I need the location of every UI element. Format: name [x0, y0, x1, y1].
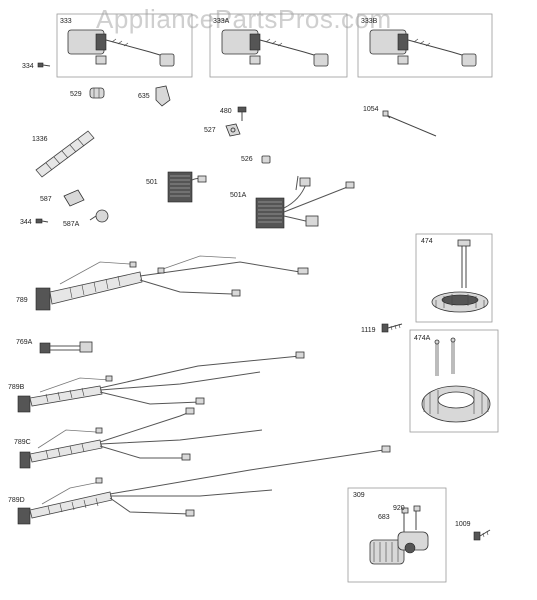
harness-789b[interactable]: [17, 351, 305, 413]
clip-587[interactable]: [63, 189, 85, 207]
label-309: 309: [353, 492, 365, 499]
alternator-474[interactable]: [415, 233, 493, 323]
label-1336: 1336: [32, 136, 48, 143]
harness-789c[interactable]: [19, 407, 263, 469]
label-333: 333: [60, 18, 72, 25]
nut-526[interactable]: [261, 155, 271, 164]
label-526: 526: [241, 156, 253, 163]
bolt-1009[interactable]: [473, 529, 491, 541]
label-474: 474: [421, 238, 433, 245]
label-501: 501: [146, 179, 158, 186]
watermark-text: AppliancePartsPros.com: [96, 4, 392, 34]
label-529: 529: [70, 91, 82, 98]
label-789: 789: [16, 297, 28, 304]
label-789c: 789C: [14, 439, 31, 446]
ignition-coil-333a[interactable]: [209, 13, 348, 78]
clip-587a[interactable]: [89, 209, 109, 223]
ignition-coil-333[interactable]: [56, 13, 193, 78]
label-587: 587: [40, 196, 52, 203]
adapter-769a[interactable]: [39, 341, 93, 354]
label-527: 527: [204, 127, 216, 134]
ignition-coil-333b[interactable]: [357, 13, 493, 78]
label-635: 635: [138, 93, 150, 100]
label-333b: 333B: [361, 18, 378, 25]
label-769a: 769A: [16, 339, 33, 346]
harness-789d[interactable]: [17, 445, 391, 525]
label-334: 334: [22, 63, 34, 70]
label-789d: 789D: [8, 497, 25, 504]
tie-strap-1054[interactable]: [382, 110, 437, 137]
screw-334[interactable]: [37, 62, 51, 68]
starter-motor-309[interactable]: [347, 487, 447, 583]
label-789b: 789B: [8, 384, 25, 391]
label-1054: 1054: [363, 106, 379, 113]
clip-527[interactable]: [225, 123, 241, 137]
label-920: 920: [393, 505, 405, 512]
fastener-480[interactable]: [237, 106, 247, 121]
label-1119: 1119: [361, 327, 376, 334]
rectifier-501[interactable]: [167, 171, 207, 203]
label-1009: 1009: [455, 521, 471, 528]
harness-789[interactable]: [35, 255, 309, 311]
label-683: 683: [378, 514, 390, 521]
label-587a: 587A: [63, 221, 80, 228]
label-474a: 474A: [414, 335, 431, 342]
grommet-529[interactable]: [89, 87, 105, 99]
bolt-1119[interactable]: [381, 323, 403, 333]
label-501a: 501A: [230, 192, 247, 199]
stator-474a[interactable]: [409, 329, 499, 433]
label-344: 344: [20, 219, 32, 226]
conduit-1336[interactable]: [35, 130, 95, 178]
label-480: 480: [220, 108, 232, 115]
label-333a: 333A: [213, 18, 230, 25]
rectifier-501a[interactable]: [255, 175, 355, 229]
spark-boot-635[interactable]: [155, 85, 171, 107]
screw-344[interactable]: [35, 218, 49, 224]
